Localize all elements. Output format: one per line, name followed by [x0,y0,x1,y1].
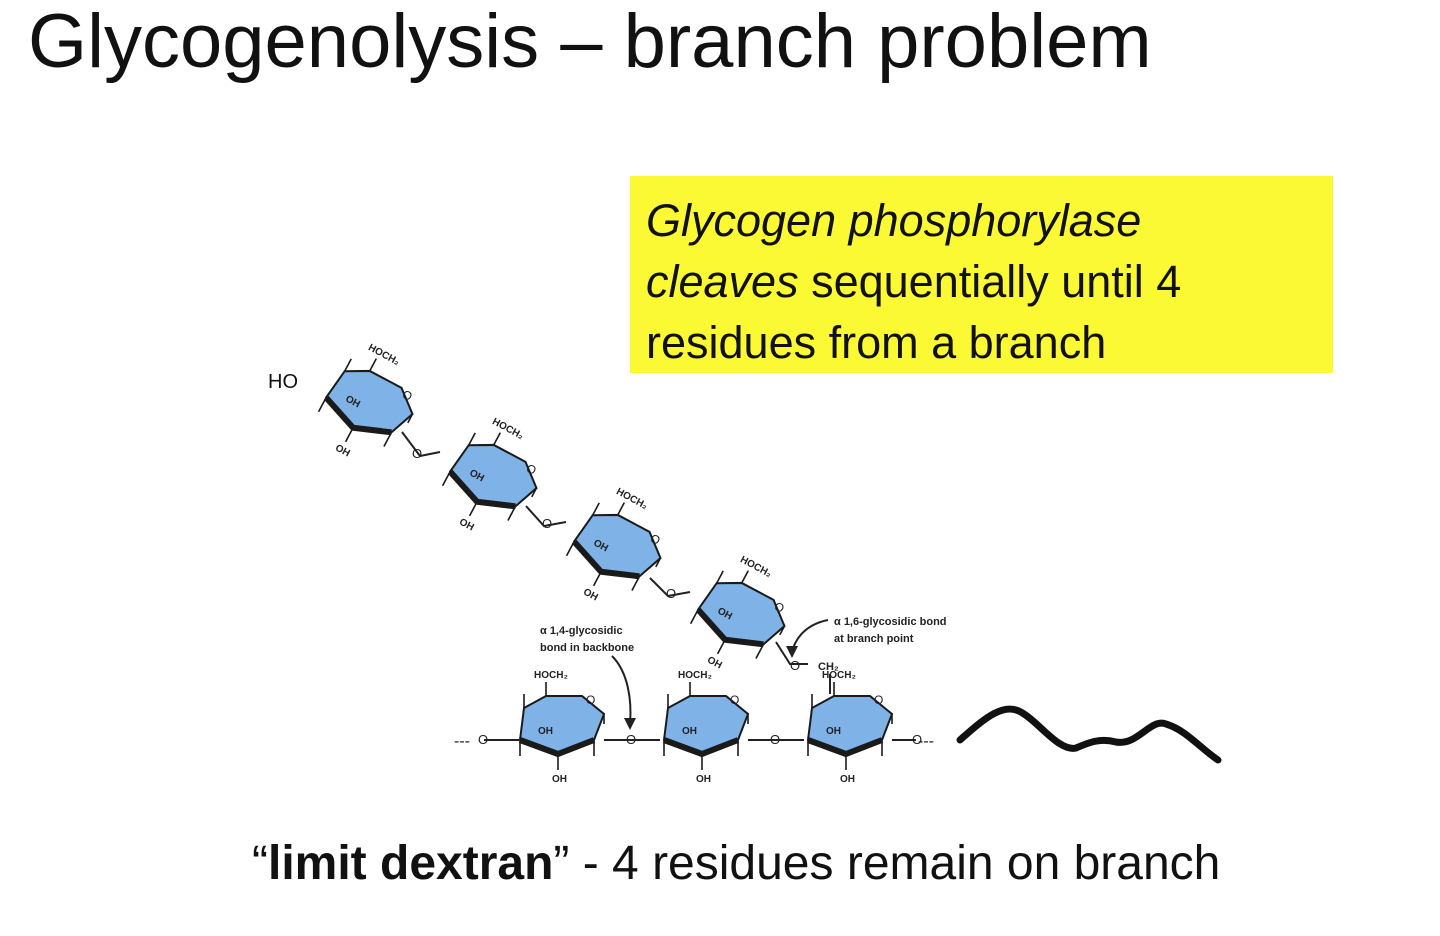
substituent-stick [493,432,502,446]
diagram-labels: O O O O CH₂ O O O O [412,446,922,747]
glucose-rings: OHOHOHOCH₂OHOHOHOCH₂OHOHOHOCH₂OHOHOHOCH₂… [317,342,894,785]
ring-hoch2-label: HOCH₂ [490,416,525,442]
backbone-bond-arrowhead [624,718,636,730]
substituent-stick [383,431,393,447]
substituent-stick [317,397,327,413]
callout-box: Glycogen phosphorylase cleaves sequentia… [630,176,1333,373]
ring-hoch2-label: HOCH₂ [534,670,568,681]
ring-oh-label: OH [581,587,599,604]
callout-line-1: Glycogen phosphorylase [646,190,1333,251]
caption-close-quote: ” [553,837,570,890]
branch-bond-label-line2: at branch point [834,633,914,645]
callout-line-2-rest: sequentially until 4 [798,256,1182,307]
substituent-stick [741,570,750,584]
alpha-1-4-bond [649,577,691,598]
substituent-stick [655,557,662,568]
squiggle-chain [956,705,1222,764]
backbone-ring-2: OH OH O HOCH₂ [662,670,750,785]
backbone-bond-label-line2: bond in backbone [540,642,634,654]
alpha-1-4-bond [525,505,567,528]
ring-oh-label: OH [457,517,475,534]
backbone-oxygen-label: O [478,732,488,747]
backbone-oxygen-label: O [912,732,922,747]
ring-oh-label: OH [705,655,723,672]
branch-bond-arrowhead [786,646,798,658]
ring-oh-label: OH [826,726,841,737]
branch-oxygen-label: O [790,658,800,673]
substituent-stick [343,358,352,372]
ring-o-label: O [586,693,595,707]
bond-oxygen-label: O [542,516,552,531]
substituent-stick [779,625,786,636]
callout-line-2: cleaves sequentially until 4 [646,251,1333,312]
substituent-stick [715,570,724,584]
caption: “limit dextran” - 4 residues remain on b… [252,832,1220,896]
substituent-stick [344,427,354,443]
ring-front-edge [571,539,640,580]
substituent-stick [441,471,451,487]
substituent-stick [407,413,414,424]
substituent-stick [591,502,600,516]
slide-title: Glycogenolysis – branch problem [28,0,1152,84]
ho-label: HO [268,371,298,393]
ring-hoch2-label: HOCH₂ [614,486,649,512]
substituent-stick [531,487,538,498]
backbone-bond-label-line1: α 1,4-glycosidic [540,625,623,637]
backbone-bond-arrow [611,655,632,725]
ring-oh-label: OH [552,774,567,785]
substituent-stick [755,643,765,659]
substituent-stick [592,571,602,587]
branch-bond-arrow [791,619,829,653]
ring-oh-label: OH [538,726,553,737]
alpha-1-4-bond [401,431,441,458]
ring-oh-label: OH [333,443,351,460]
substituent-stick [467,432,476,446]
backbone-oxygen-label: O [770,732,780,747]
substituent-stick [507,505,517,521]
ring-o-label: O [730,693,739,707]
backbone-ring-1: OH OH O HOCH₂ [518,670,606,785]
callout-italic-verb: cleaves [646,256,799,307]
ring-hoch2-label: HOCH₂ [366,342,401,368]
dots-left: --- [454,733,470,750]
callout-italic-enzyme: Glycogen phosphorylase [646,195,1142,246]
branch-ch2-label: CH₂ [818,661,839,673]
substituent-stick [468,501,478,517]
substituent-stick [617,502,626,516]
substituent-stick [369,358,378,372]
ring-o-label: O [874,693,883,707]
ring-oh-label: OH [696,774,711,785]
alpha-1-6-bond [775,641,808,665]
backbone-oxygen-label: O [626,732,636,747]
substituent-stick [631,575,641,591]
substituent-stick [689,609,699,625]
ring-front-edge [695,607,764,648]
substituent-stick [716,639,726,655]
substituent-stick [565,541,575,557]
callout-line-3: residues from a branch [646,317,1107,368]
dots-right: --- [918,733,934,750]
bond-oxygen-label: O [412,446,422,461]
ring-hoch2-label: HOCH₂ [822,670,856,681]
glycosidic-bonds [401,431,916,741]
ring-oh-label: OH [682,726,697,737]
backbone-ring-3: OH OH O HOCH₂ [806,670,894,785]
branch-bond-label-line1: α 1,6-glycosidic bond [834,616,947,628]
ring-hoch2-label: HOCH₂ [738,554,773,580]
ring-oh-label: OH [840,774,855,785]
caption-bold-term: limit dextran [267,837,554,890]
ring-hoch2-label: HOCH₂ [678,670,712,681]
bond-oxygen-label: O [666,586,676,601]
caption-rest: - 4 residues remain on branch [569,837,1221,890]
caption-open-quote: “ [252,837,268,890]
